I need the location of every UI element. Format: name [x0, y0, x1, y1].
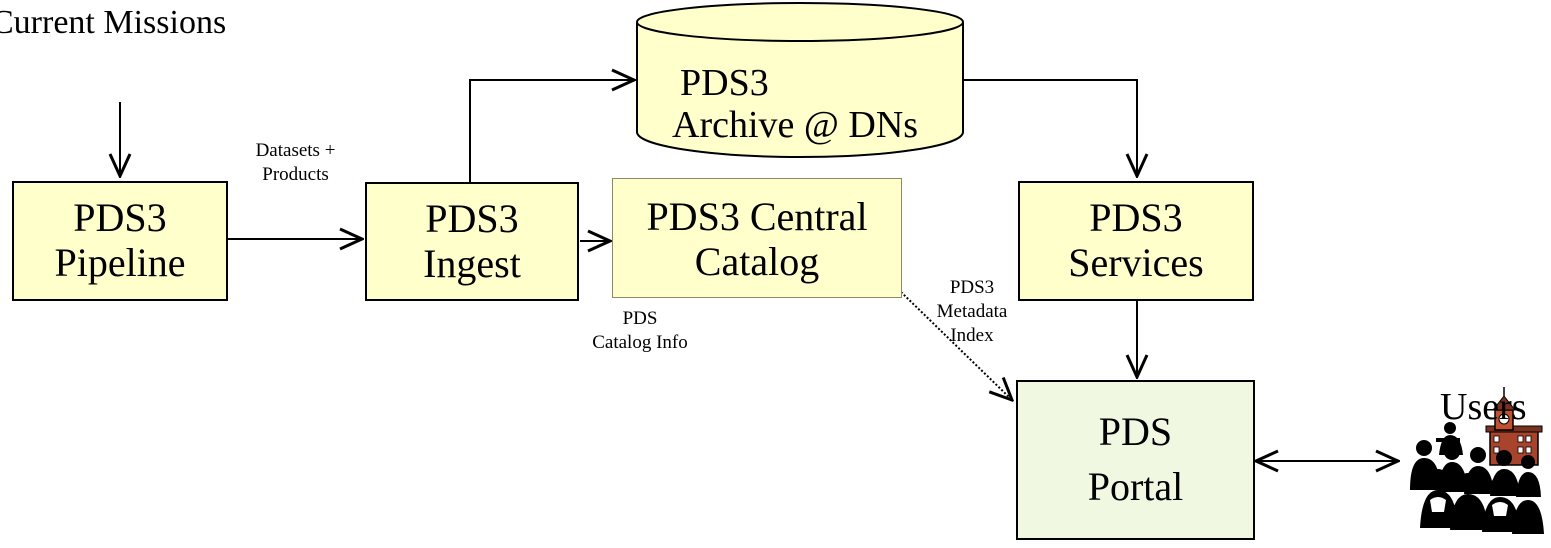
- label-line: Datasets +: [255, 140, 336, 161]
- label-line: Metadata: [936, 300, 1008, 322]
- pds3-services-box: PDS3 Services: [1018, 181, 1254, 301]
- catalog-to-portal-dotted-arrow: [900, 291, 1012, 400]
- box-line: PDS3: [425, 195, 519, 241]
- box-line: Pipeline: [54, 240, 186, 285]
- diagram-title: Current Missions: [0, 4, 227, 41]
- archive-label-line1: PDS3: [680, 62, 769, 104]
- box-line: PDS3: [1089, 195, 1183, 241]
- label-line: Index: [950, 324, 994, 346]
- box-line: PDS3: [73, 195, 167, 241]
- label-line: PDS: [622, 308, 658, 329]
- pds3-central-catalog-box: PDS3 Central Catalog: [612, 178, 902, 298]
- pds3-metadata-index-label: PDS3 Metadata Index: [922, 276, 1022, 347]
- box-line: Services: [1068, 240, 1204, 285]
- datasets-products-label: Datasets + Products: [228, 139, 363, 187]
- archive-to-services-arrow: [963, 79, 1137, 176]
- box-line: PDS: [1098, 409, 1173, 455]
- ingest-to-archive-arrow: [469, 80, 634, 182]
- users-building-icon: [1410, 387, 1544, 534]
- pds-catalog-info-label: PDS Catalog Info: [555, 307, 725, 355]
- label-line: Products: [262, 163, 329, 185]
- pds-portal-box: PDS Portal: [1016, 380, 1255, 540]
- pds3-ingest-box: PDS3 Ingest: [365, 182, 579, 301]
- box-line: Catalog: [694, 238, 820, 284]
- archive-label-line2: Archive @ DNs: [672, 104, 919, 146]
- archive-cylinder: [636, 2, 964, 158]
- users-label: Users: [1440, 386, 1527, 428]
- pds3-pipeline-box: PDS3 Pipeline: [12, 181, 228, 301]
- label-line: Catalog Info: [592, 331, 688, 353]
- box-line: Ingest: [423, 240, 521, 286]
- label-line: PDS3: [949, 277, 995, 298]
- box-line: Portal: [1087, 464, 1184, 509]
- box-line: PDS3 Central: [646, 194, 868, 239]
